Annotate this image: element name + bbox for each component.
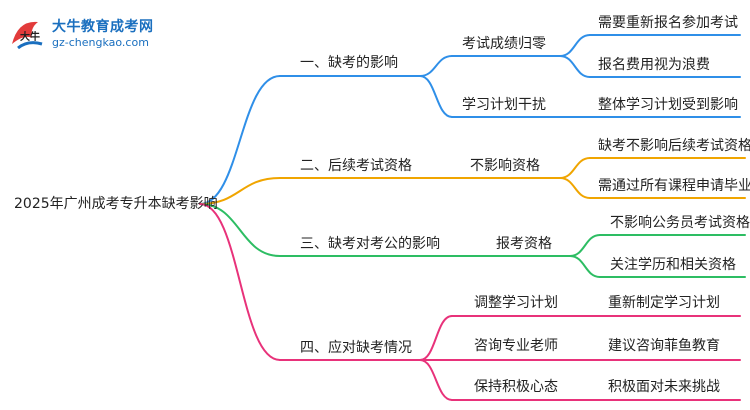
branch-node: 三、缺考对考公的影响 xyxy=(300,236,440,252)
leaf-node: 需通过所有课程申请毕业 xyxy=(598,178,750,194)
leaf-node: 建议咨询菲鱼教育 xyxy=(608,338,720,354)
leaf-connector xyxy=(559,177,591,199)
branch-connector xyxy=(199,203,281,361)
leaf-node: 缺考不影响后续考试资格 xyxy=(598,138,750,154)
leaf-node: 整体学习计划受到影响 xyxy=(598,97,738,113)
branch-node: 一、缺考的影响 xyxy=(300,55,398,71)
leaf-connector xyxy=(569,234,601,257)
branch-connector xyxy=(199,203,281,257)
sub-node: 保持积极心态 xyxy=(474,379,558,395)
root-node: 2025年广州成考专升本缺考影响 xyxy=(14,196,218,212)
logo-title: 大牛教育成考网 xyxy=(52,19,154,35)
sub-node: 不影响资格 xyxy=(470,158,540,174)
branch-node: 四、应对缺考情况 xyxy=(300,340,412,356)
logo-mark-icon: 大牛 xyxy=(12,21,43,50)
branch-connector xyxy=(199,75,281,205)
logo-url: gz-chengkao.com xyxy=(52,36,149,49)
site-logo: 大牛 大牛教育成考网 gz-chengkao.com xyxy=(8,14,168,58)
leaf-node: 报名费用视为浪费 xyxy=(598,57,710,73)
sub-node: 学习计划干扰 xyxy=(462,97,546,113)
sub-node: 报考资格 xyxy=(496,236,552,252)
sub-node: 调整学习计划 xyxy=(474,295,558,311)
leaf-node: 积极面对未来挑战 xyxy=(608,379,720,395)
leaf-connector xyxy=(569,255,601,278)
sub-connector xyxy=(419,359,453,401)
leaf-node: 需要重新报名参加考试 xyxy=(598,15,738,31)
leaf-node: 重新制定学习计划 xyxy=(608,295,720,311)
sub-connector xyxy=(419,55,453,77)
branch-node: 二、后续考试资格 xyxy=(300,158,412,174)
sub-node: 咨询专业老师 xyxy=(474,338,558,354)
leaf-connector xyxy=(559,34,591,57)
sub-connector xyxy=(419,315,453,361)
leaf-connector xyxy=(559,55,591,78)
leaf-node: 不影响公务员考试资格 xyxy=(610,215,750,231)
sub-node: 考试成绩归零 xyxy=(462,36,546,52)
leaf-connector xyxy=(559,157,591,179)
logo-mark-text: 大牛 xyxy=(20,30,40,43)
leaf-node: 关注学历和相关资格 xyxy=(610,257,736,273)
sub-connector xyxy=(419,75,453,118)
branch-connector xyxy=(199,177,281,205)
